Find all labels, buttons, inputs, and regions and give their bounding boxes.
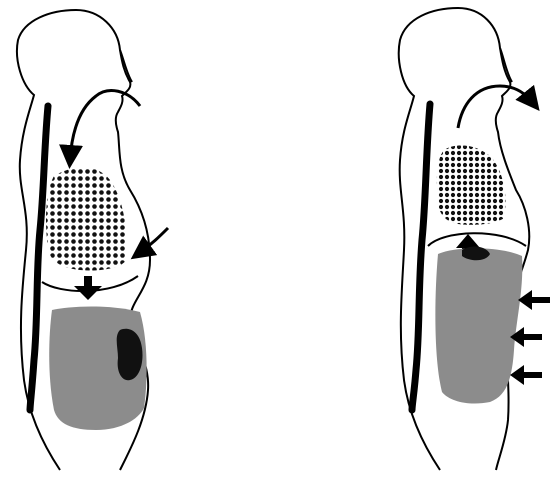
exhalation-figure	[399, 8, 550, 470]
abdomen-arrow-1	[518, 290, 550, 310]
inhalation-figure	[17, 10, 168, 470]
spine-left	[30, 106, 48, 410]
diaphragm-down-arrow	[74, 276, 102, 300]
face-left	[120, 50, 132, 82]
chest-side-arrow	[138, 228, 168, 254]
lung-expanded	[46, 168, 126, 271]
abdomen-arrow-3	[510, 365, 542, 385]
spine-right	[412, 104, 430, 410]
airflow-in-arrow	[70, 91, 140, 160]
abdomen-right	[435, 248, 522, 403]
face-right	[500, 48, 512, 82]
lung-contracted	[437, 145, 506, 224]
diaphragm-right	[428, 233, 526, 246]
